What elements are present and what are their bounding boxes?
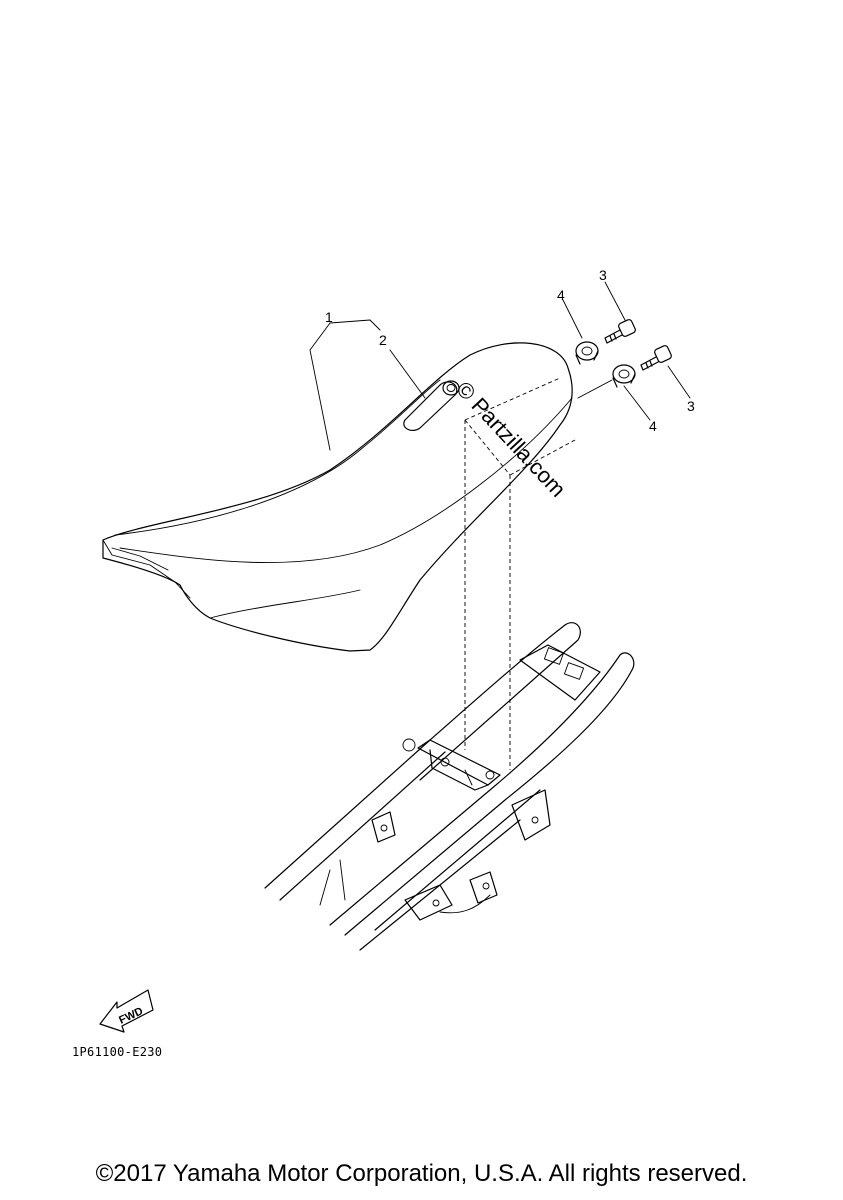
bolt-upper [604,319,636,344]
diagram-part-code: 1P61100-E230 [72,1045,163,1059]
leader-lines [309,281,691,451]
bolt-lower [640,345,672,371]
assembly-lines [464,377,576,770]
callout-2: 2 [379,332,387,348]
callout-1: 1 [325,309,333,325]
seat-strap [403,380,460,432]
seat-seam [119,397,573,563]
collar-upper [575,341,599,365]
seat-assembly [102,342,573,652]
copyright-notice: ©2017 Yamaha Motor Corporation, U.S.A. A… [95,1160,748,1187]
seat-top-edge [114,379,441,536]
seat-nose [102,539,191,599]
callout-3-lower: 3 [687,398,695,414]
frame [264,622,635,951]
callout-3-upper: 3 [599,267,607,283]
collar-lower [612,364,636,388]
callout-4-lower: 4 [649,418,657,434]
seat-outline [102,342,573,652]
callout-4-upper: 4 [557,287,565,303]
fwd-arrow-icon: FWD [99,989,154,1033]
fwd-label: FWD [117,1005,145,1026]
